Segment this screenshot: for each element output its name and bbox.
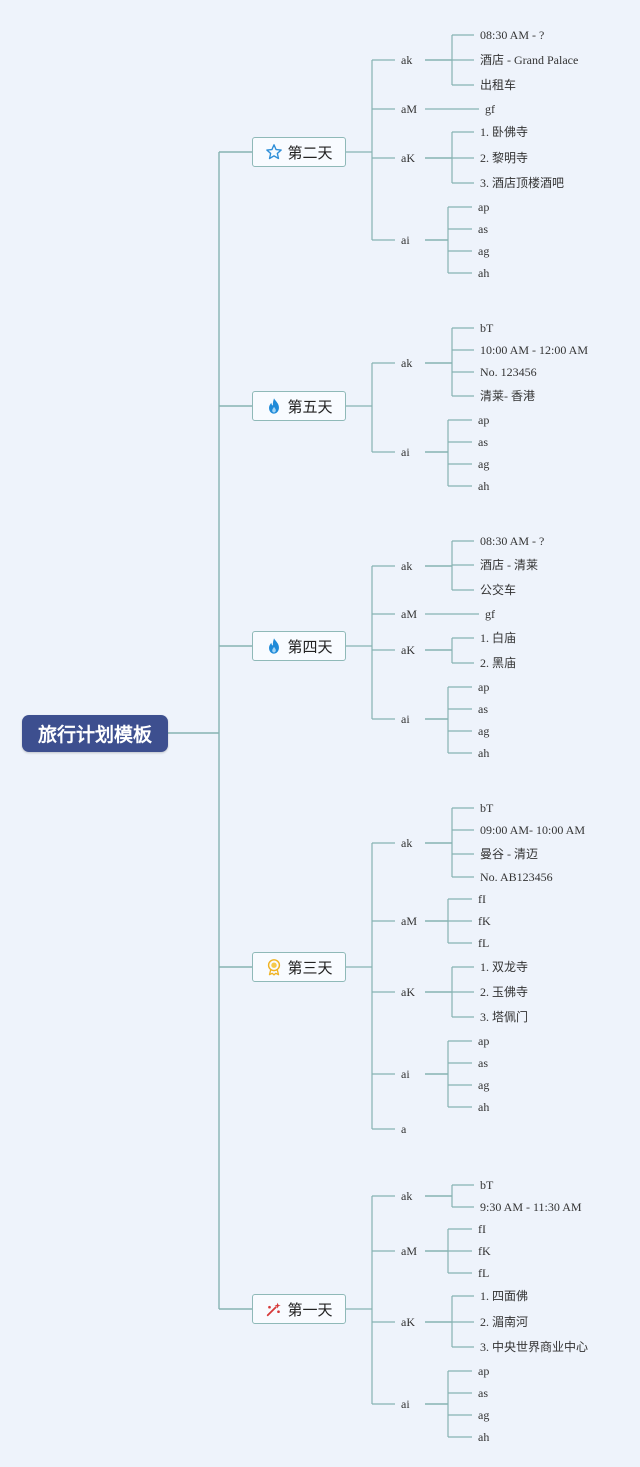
award-icon (265, 958, 283, 976)
leaf-item[interactable]: ap (478, 200, 490, 214)
leaf-item[interactable]: 酒店 - Grand Palace (480, 53, 579, 67)
leaf-item[interactable]: 1. 四面佛 (480, 1289, 529, 1303)
day-node[interactable]: 第三天 (252, 952, 346, 982)
leaf-item[interactable]: fI (478, 892, 486, 906)
day-node[interactable]: 第二天 (252, 137, 346, 167)
leaf-item[interactable]: as (478, 435, 488, 449)
leaf-item[interactable]: 9:30 AM - 11:30 AM (480, 1200, 582, 1214)
branch-label[interactable]: ai (401, 233, 410, 247)
leaf-item[interactable]: ag (478, 457, 490, 471)
leaf-item[interactable]: fL (478, 936, 490, 950)
leaf-item[interactable]: 3. 中央世界商业中心 (480, 1340, 589, 1354)
branch-label[interactable]: aM (401, 607, 417, 621)
branch-label[interactable]: aM (401, 1244, 417, 1258)
branch-label[interactable]: ai (401, 1067, 410, 1081)
leaf-item[interactable]: 出租车 (480, 78, 517, 92)
day-label: 第二天 (287, 143, 333, 162)
leaf-item[interactable]: ah (478, 266, 490, 280)
branch-label[interactable]: ak (401, 836, 413, 850)
branch-label[interactable]: ak (401, 53, 413, 67)
flame-icon (265, 637, 283, 655)
leaf-item[interactable]: ah (478, 479, 490, 493)
leaf-item[interactable]: ap (478, 413, 490, 427)
leaf-item[interactable]: 2. 黑庙 (480, 656, 517, 670)
branch-label[interactable]: aK (401, 151, 415, 165)
leaf-item[interactable]: ah (478, 1100, 490, 1114)
leaf-item[interactable]: 2. 黎明寺 (480, 151, 529, 165)
leaf-item[interactable]: ap (478, 680, 490, 694)
branch-label[interactable]: aK (401, 1315, 415, 1329)
branch-label[interactable]: ak (401, 1189, 413, 1203)
leaf-item[interactable]: No. AB123456 (480, 870, 553, 884)
leaf-item[interactable]: fI (478, 1222, 486, 1236)
leaf-item[interactable]: ag (478, 724, 490, 738)
leaf-item[interactable]: bT (480, 1178, 494, 1192)
leaf-item[interactable]: as (478, 222, 488, 236)
branch-label[interactable]: aK (401, 643, 415, 657)
leaf-item[interactable]: gf (485, 102, 495, 116)
branch-label[interactable]: ai (401, 712, 410, 726)
branch-label[interactable]: aM (401, 914, 417, 928)
leaf-item[interactable]: 2. 湄南河 (480, 1315, 529, 1329)
leaf-item[interactable]: fK (478, 1244, 491, 1258)
leaf-item[interactable]: 公交车 (480, 583, 517, 597)
branch-label[interactable]: ai (401, 445, 410, 459)
leaf-item[interactable]: 08:30 AM - ? (480, 534, 545, 548)
day-label: 第一天 (287, 1300, 333, 1319)
leaf-item[interactable]: 1. 卧佛寺 (480, 125, 529, 139)
leaf-item[interactable]: gf (485, 607, 495, 621)
leaf-item[interactable]: bT (480, 321, 494, 335)
leaf-item[interactable]: 清莱- 香港 (480, 389, 535, 403)
leaf-item[interactable]: fL (478, 1266, 490, 1280)
day-label: 第五天 (287, 397, 333, 416)
leaf-item[interactable]: 3. 酒店顶楼酒吧 (480, 176, 565, 190)
leaf-item[interactable]: 2. 玉佛寺 (480, 985, 529, 999)
leaf-item[interactable]: 1. 双龙寺 (480, 960, 529, 974)
leaf-item[interactable]: ap (478, 1034, 490, 1048)
leaf-item[interactable]: No. 123456 (480, 365, 537, 379)
day-node[interactable]: 第四天 (252, 631, 346, 661)
branch-label[interactable]: a (401, 1122, 407, 1136)
root-node[interactable]: 旅行计划模板 (22, 715, 168, 752)
leaf-item[interactable]: 10:00 AM - 12:00 AM (480, 343, 589, 357)
leaf-item[interactable]: bT (480, 801, 494, 815)
leaf-item[interactable]: 曼谷 - 清迈 (480, 847, 538, 861)
leaf-item[interactable]: 3. 塔佩门 (480, 1010, 529, 1024)
day-label: 第四天 (287, 637, 333, 656)
day-node[interactable]: 第五天 (252, 391, 346, 421)
leaf-item[interactable]: ah (478, 746, 490, 760)
branch-label[interactable]: ai (401, 1397, 410, 1411)
leaf-item[interactable]: 08:30 AM - ? (480, 28, 545, 42)
leaf-item[interactable]: 1. 白庙 (480, 631, 517, 645)
flame-icon (265, 397, 283, 415)
branch-label[interactable]: ak (401, 559, 413, 573)
leaf-item[interactable]: ap (478, 1364, 490, 1378)
leaf-item[interactable]: ag (478, 244, 490, 258)
leaf-item[interactable]: ag (478, 1078, 490, 1092)
leaf-item[interactable]: fK (478, 914, 491, 928)
branch-label[interactable]: aK (401, 985, 415, 999)
leaf-item[interactable]: as (478, 702, 488, 716)
branch-label[interactable]: aM (401, 102, 417, 116)
day-label: 第三天 (287, 958, 333, 977)
leaf-item[interactable]: ah (478, 1430, 490, 1444)
leaf-item[interactable]: ag (478, 1408, 490, 1422)
branch-label[interactable]: ak (401, 356, 413, 370)
magic-icon (265, 1300, 283, 1318)
star-icon (265, 143, 283, 161)
leaf-item[interactable]: 09:00 AM- 10:00 AM (480, 823, 586, 837)
day-node[interactable]: 第一天 (252, 1294, 346, 1324)
leaf-item[interactable]: 酒店 - 清莱 (480, 558, 538, 572)
leaf-item[interactable]: as (478, 1386, 488, 1400)
leaf-item[interactable]: as (478, 1056, 488, 1070)
